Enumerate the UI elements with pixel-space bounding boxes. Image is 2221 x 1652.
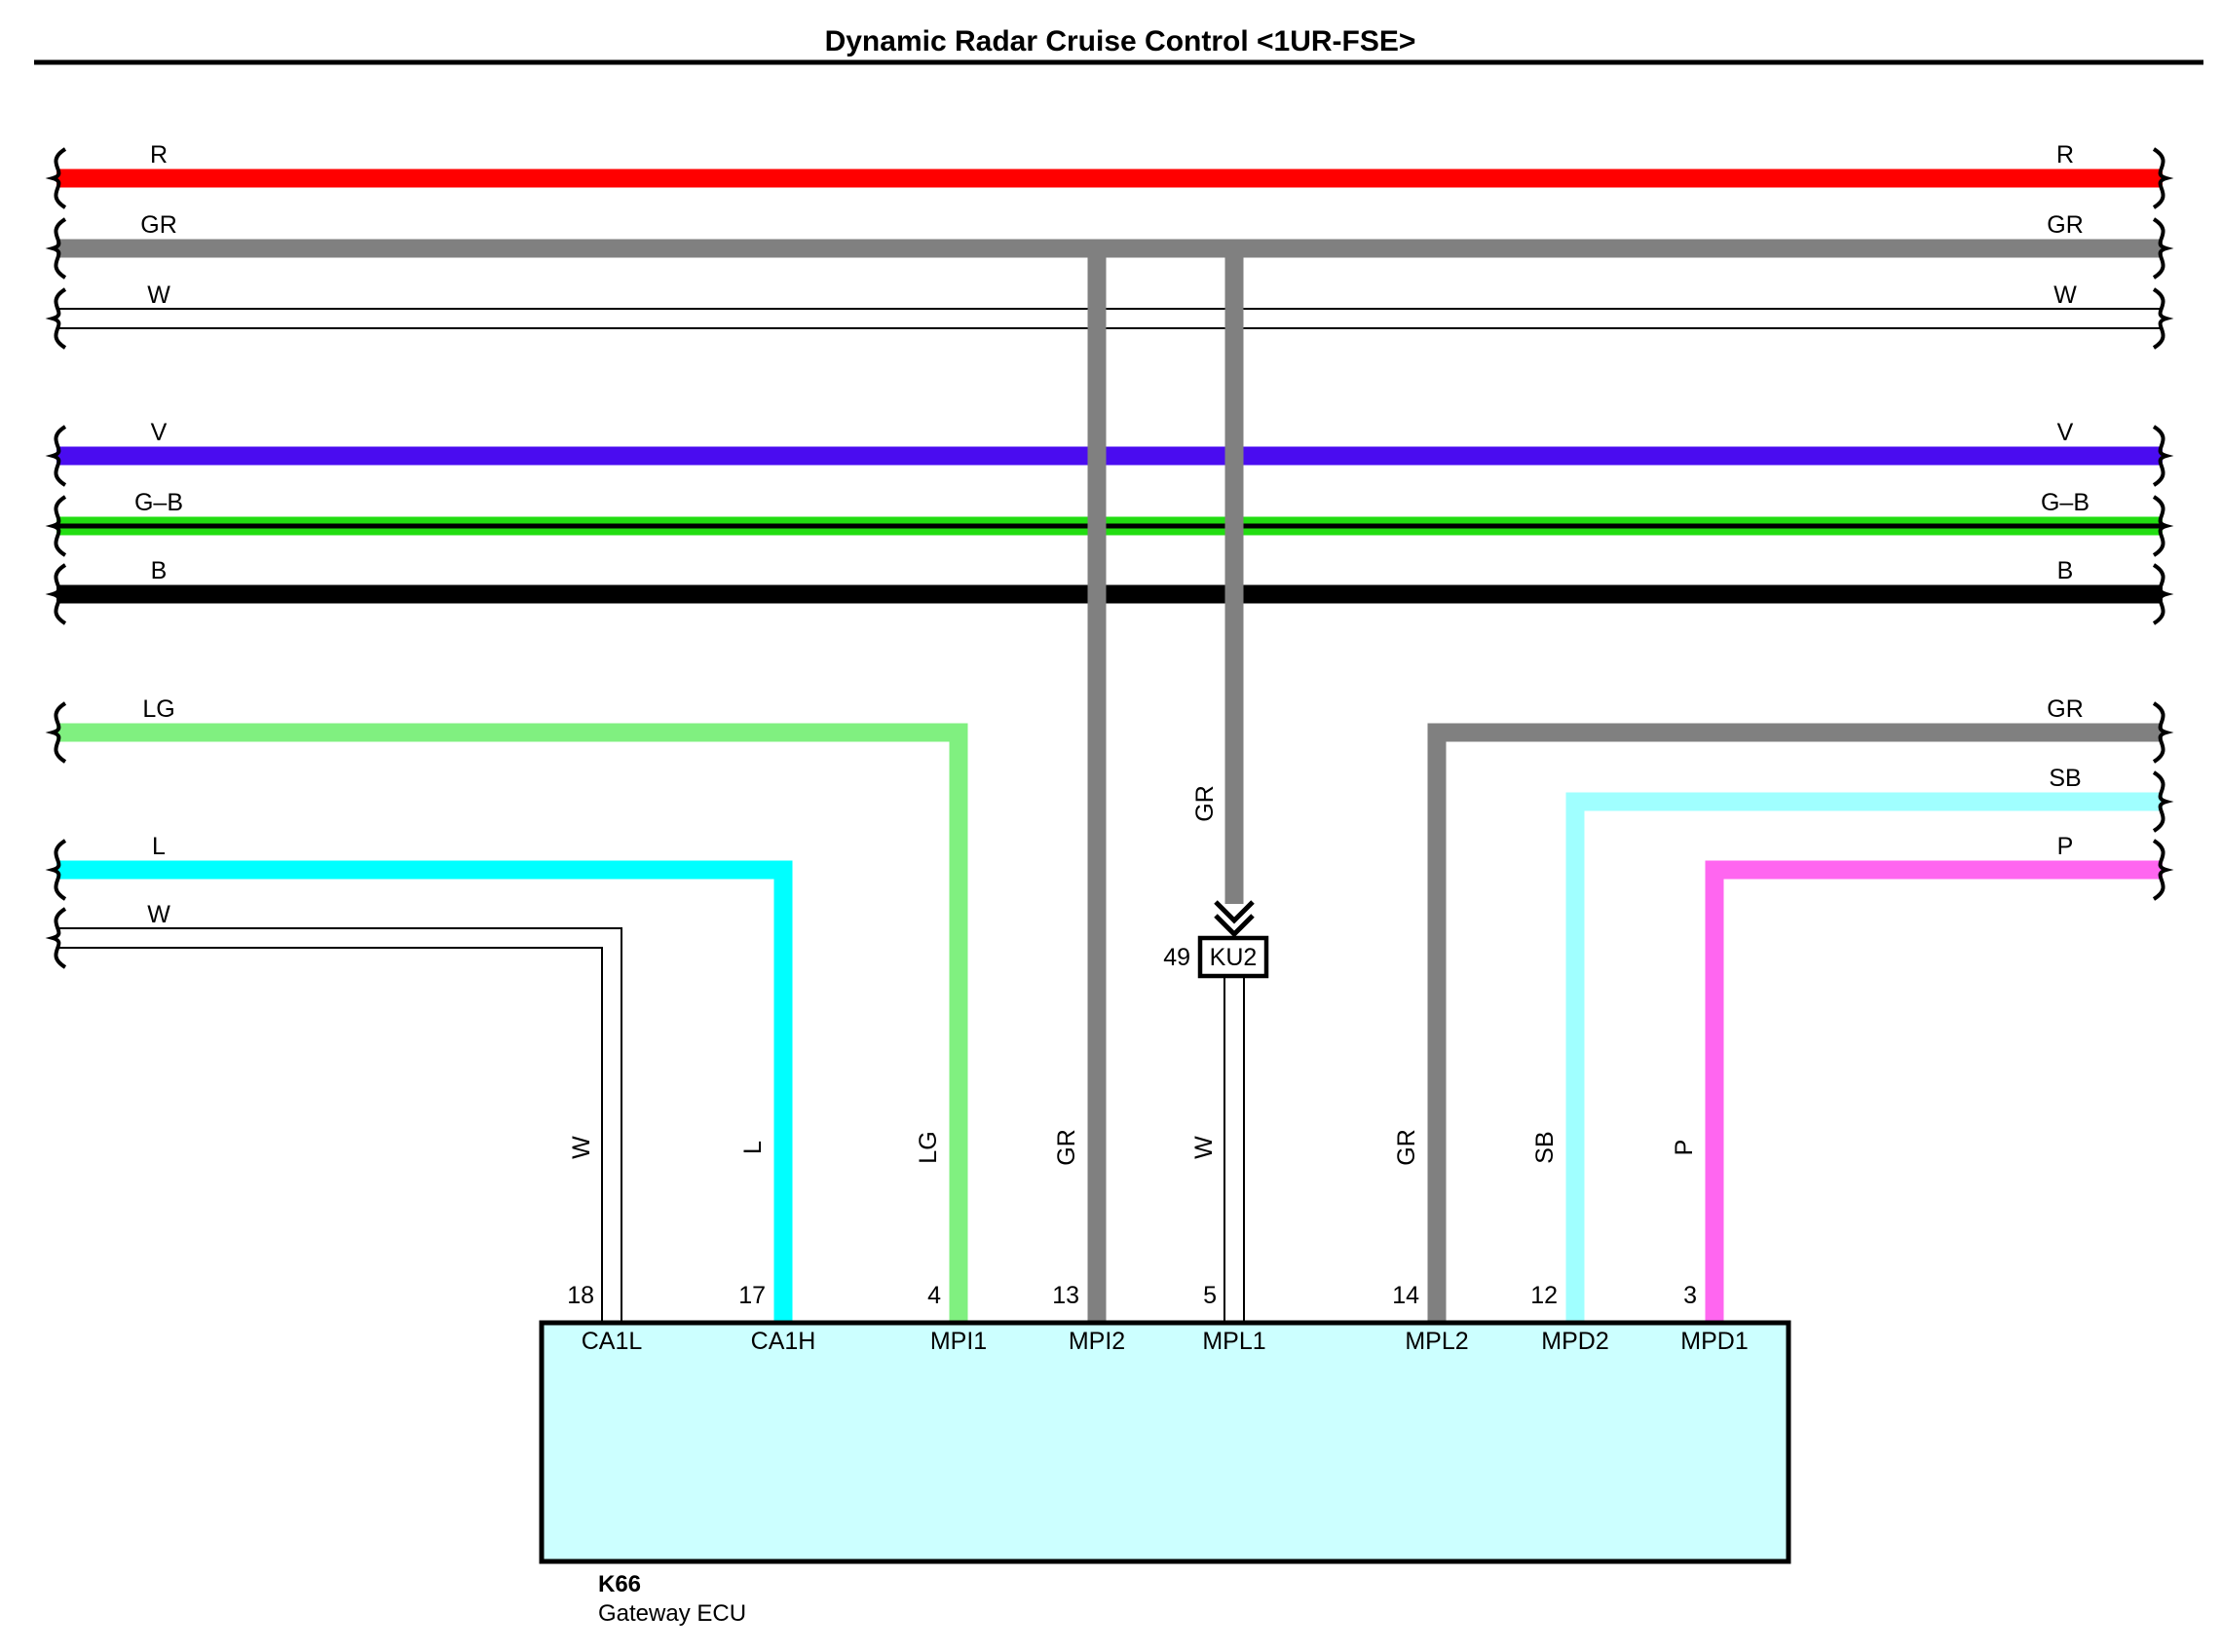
wire-break-icon: [45, 701, 67, 764]
wire-break-icon: [2152, 701, 2174, 764]
bus-left-label: G–B: [134, 489, 183, 516]
left-wire-w-outline: [56, 927, 622, 1323]
connector-arrow-icon: [1214, 900, 1255, 924]
left-wire-label: L: [152, 833, 166, 860]
wire-break-icon: [2152, 217, 2174, 280]
bus-left-label: R: [150, 141, 168, 169]
ecu-pin-number: 18: [567, 1282, 594, 1309]
ecu-pin-name: CA1L: [582, 1328, 643, 1355]
connector-pin-number: 49: [1163, 944, 1190, 971]
ecu-pin-number: 13: [1052, 1282, 1079, 1309]
diagram-title: Dynamic Radar Cruise Control <1UR-FSE>: [825, 25, 1416, 57]
wire-break-icon: [2152, 425, 2174, 487]
right-wire-sb: [1565, 792, 2163, 1323]
left-wire-label: LG: [142, 695, 174, 723]
bus-right-label: GR: [2047, 211, 2084, 239]
bus-right-label: W: [2053, 282, 2077, 309]
wire-break-icon: [2152, 287, 2174, 350]
ecu-wire-vertical-label: LG: [915, 1131, 942, 1163]
bus-right-label: R: [2056, 141, 2074, 169]
wire-break-icon: [45, 217, 67, 280]
bus-left-label: GR: [140, 211, 177, 239]
connector-arrow-icon: [1214, 914, 1255, 938]
wire-break-icon: [45, 287, 67, 350]
connector-ku2: KU2 49: [1163, 900, 1269, 979]
wire-break-icon: [45, 563, 67, 625]
bus-left-label: V: [151, 419, 168, 446]
bus-left-label: B: [151, 557, 168, 584]
ecu-wire-vertical-label: W: [568, 1136, 595, 1159]
bus-left-label: W: [147, 282, 170, 309]
ecu-pin-name: MPI1: [930, 1328, 987, 1355]
right-wire-label: P: [2057, 833, 2074, 860]
wire-break-icon: [45, 425, 67, 487]
gr-drop-mpi2: [56, 239, 1107, 1323]
wires-layer: [56, 169, 2163, 1323]
wire-break-icon: [2152, 839, 2174, 901]
ecu-pin-name: MPI2: [1069, 1328, 1125, 1355]
ecu-pin-name: MPL2: [1405, 1328, 1468, 1355]
gr-drop-ku2: [1224, 239, 2163, 904]
left-wire-lg: [56, 723, 968, 1323]
wire-break-icon: [2152, 147, 2174, 209]
ecu-wire-vertical-label: GR: [1393, 1129, 1420, 1166]
ecu-pin-name: MPD1: [1680, 1328, 1748, 1355]
ecu-pin-number: 17: [738, 1282, 766, 1309]
ecu-wire-vertical-label: P: [1671, 1140, 1698, 1156]
ecu-wire-vertical-label: L: [739, 1141, 767, 1154]
wire-break-icon: [45, 495, 67, 557]
ecu-wire-vertical-label: SB: [1531, 1131, 1559, 1163]
right-wire-gr: [1427, 723, 2163, 1323]
ecu-pin-number: 12: [1530, 1282, 1558, 1309]
ecu-id: K66: [598, 1571, 641, 1597]
bus-right-label: V: [2057, 419, 2074, 446]
right-wire-label: SB: [2049, 765, 2081, 792]
bus-right-label: B: [2057, 557, 2074, 584]
left-wire-l: [56, 860, 793, 1323]
right-wire-label: GR: [2047, 695, 2084, 723]
ecu-pin-name: MPL1: [1202, 1328, 1265, 1355]
wire-break-icon: [2152, 770, 2174, 833]
wire-break-marks: [45, 147, 2174, 969]
ecu-wire-vertical-label: GR: [1053, 1129, 1080, 1166]
gateway-ecu-box: [539, 1320, 1791, 1564]
wire-break-icon: [2152, 563, 2174, 625]
ecu-name: Gateway ECU: [598, 1600, 746, 1627]
ecu-pin-number: 4: [927, 1282, 941, 1309]
wire-break-icon: [2152, 495, 2174, 557]
bus-right-label: G–B: [2041, 489, 2089, 516]
ecu-pin-number: 3: [1683, 1282, 1697, 1309]
left-wire-w: [56, 929, 621, 1323]
left-wire-label: W: [147, 901, 170, 928]
ecu-pin-number: 14: [1392, 1282, 1419, 1309]
wire-break-icon: [45, 147, 67, 209]
ecu-pin-name: MPD2: [1541, 1328, 1608, 1355]
ecu-pin-number: 5: [1203, 1282, 1217, 1309]
connector-name: KU2: [1210, 944, 1258, 971]
right-wire-p: [1705, 860, 2163, 1323]
ecu-wire-vertical-label: W: [1190, 1136, 1218, 1159]
connector-box: [1197, 935, 1269, 979]
wire-break-icon: [45, 907, 67, 969]
wire-break-icon: [45, 839, 67, 901]
gr-drop-label: GR: [1191, 785, 1219, 822]
ecu-pin-name: CA1H: [751, 1328, 816, 1355]
